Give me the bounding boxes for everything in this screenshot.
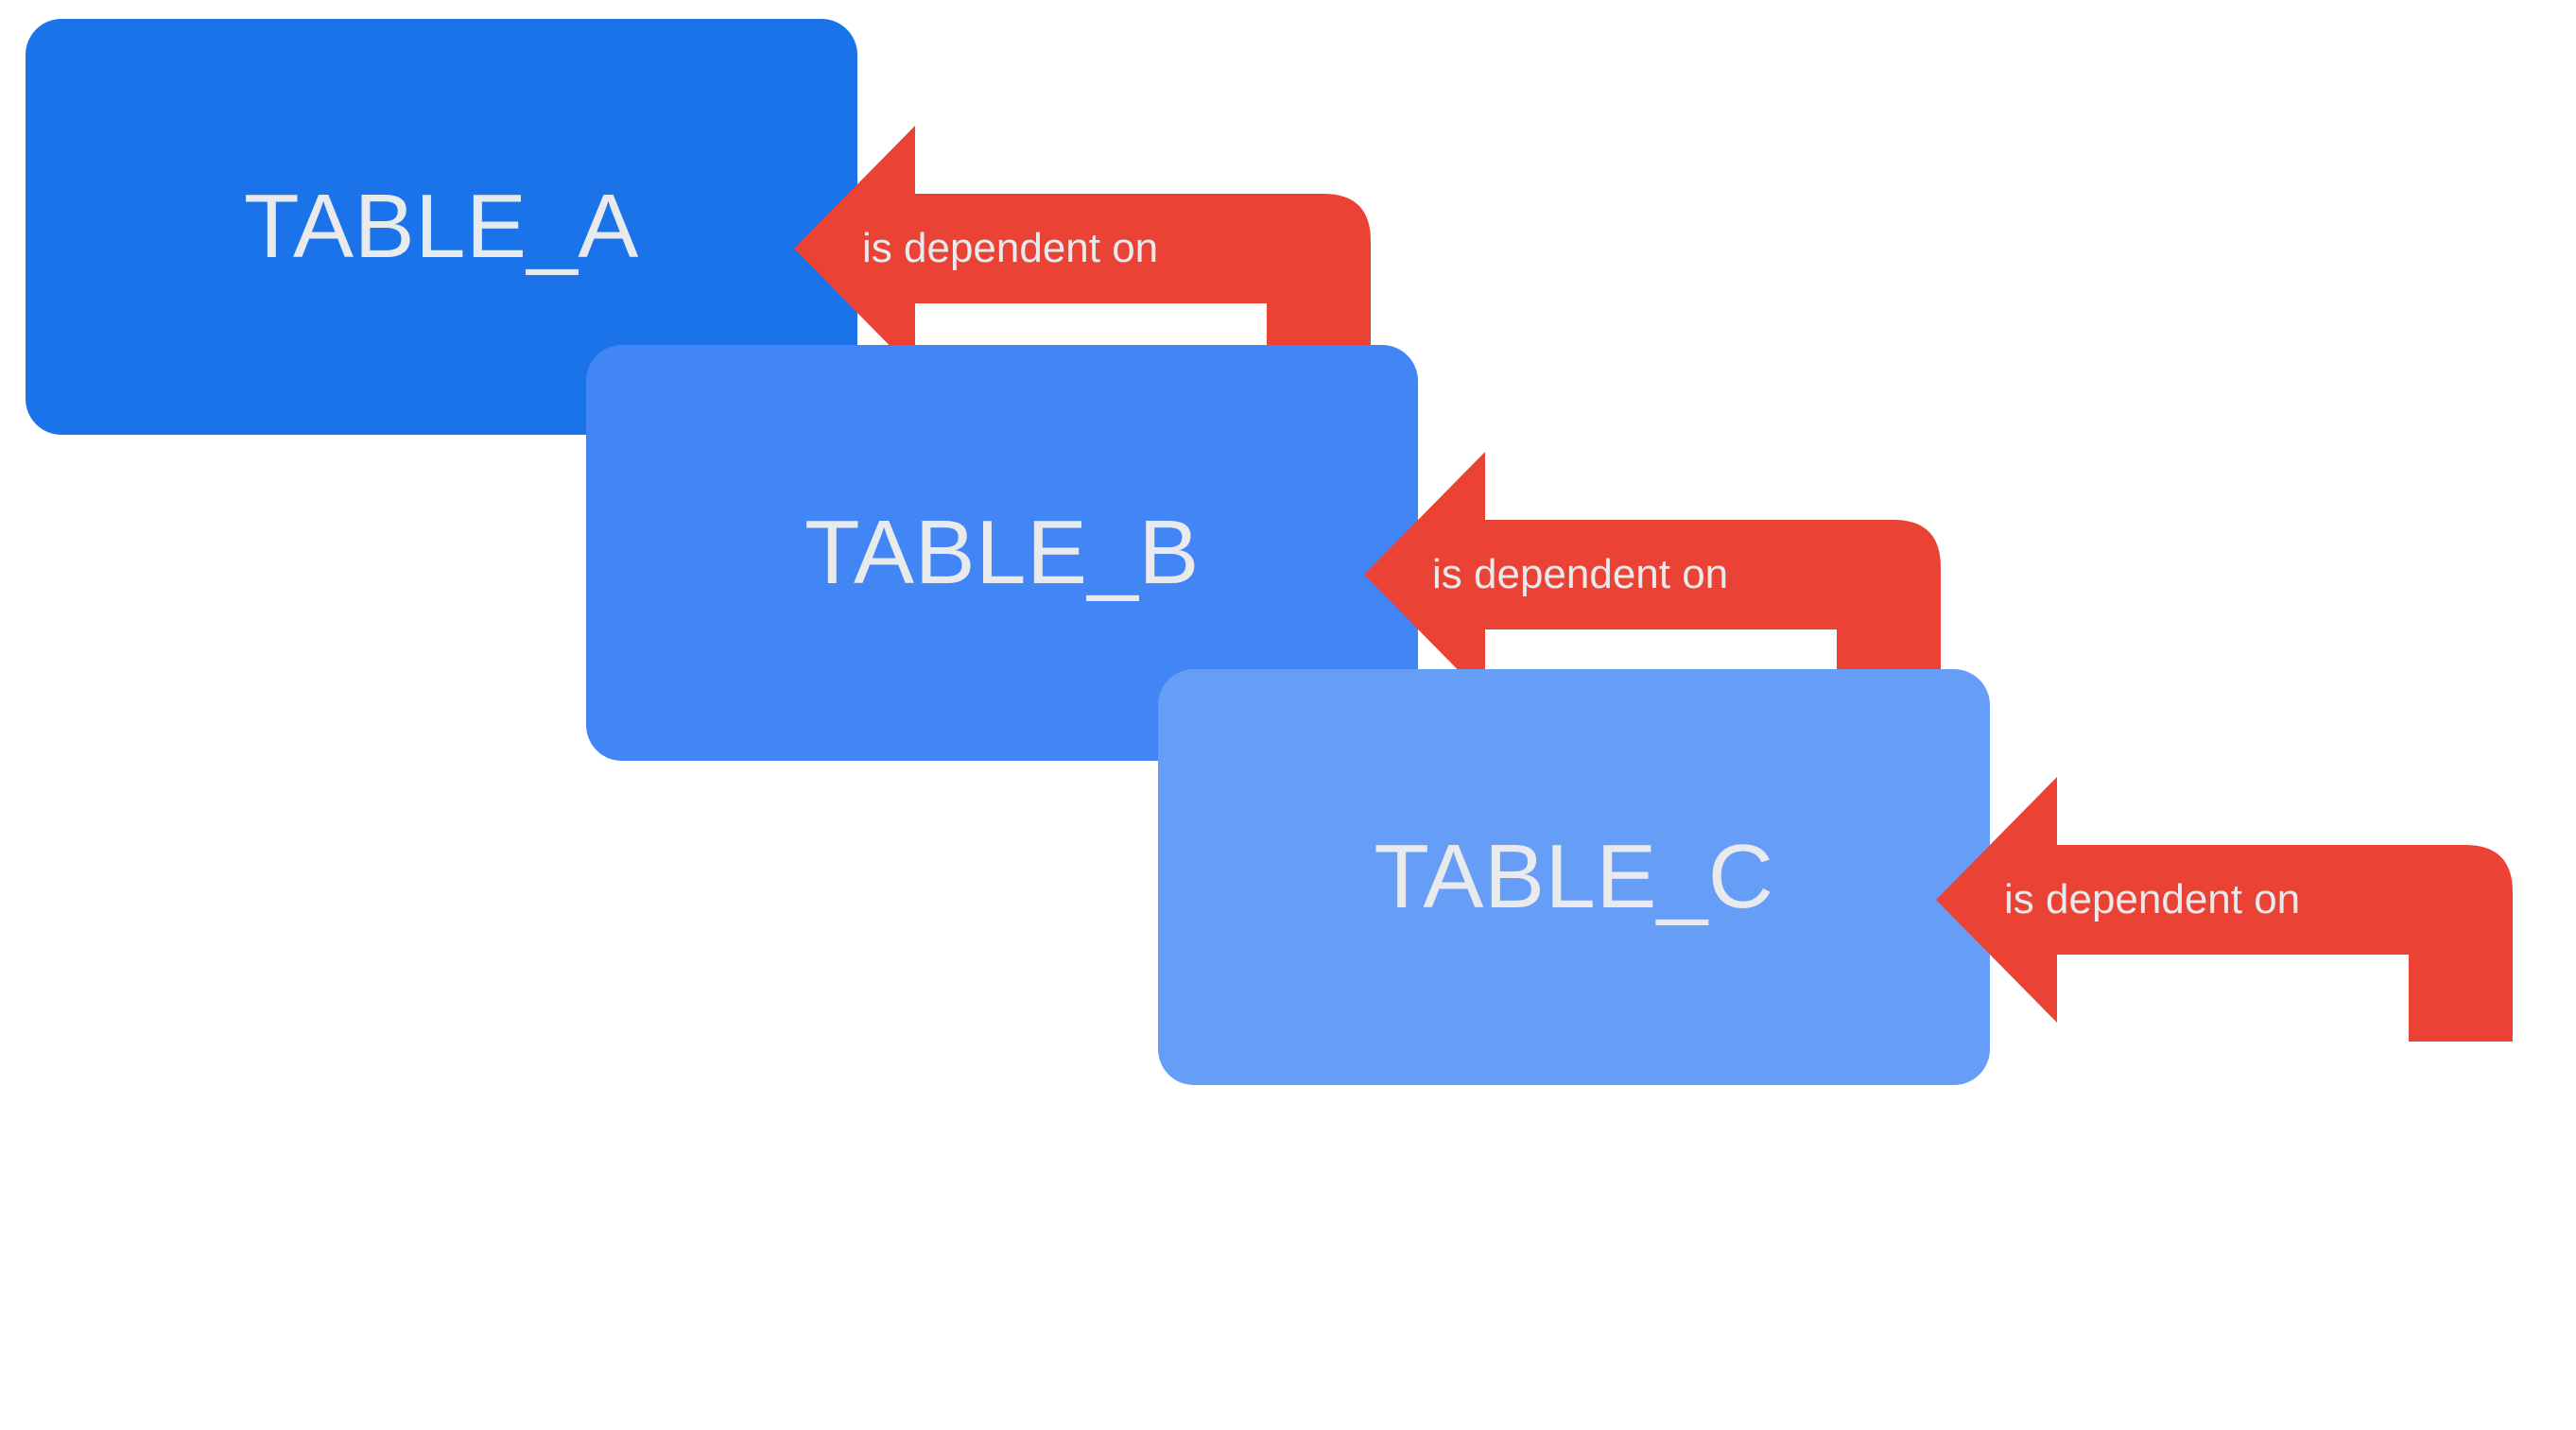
edge-table-d-depends-on-table-c: is dependent on <box>1936 777 2541 1042</box>
node-label-table-c: TABLE_C <box>1374 826 1774 927</box>
node-table-a[interactable]: TABLE_A <box>26 19 857 435</box>
node-label-table-b: TABLE_B <box>804 502 1200 603</box>
dependency-arrow-icon <box>1936 777 2513 1042</box>
edge-label-table-b-depends-on-table-a: is dependent on <box>862 225 1159 271</box>
edge-label-table-d-depends-on-table-c: is dependent on <box>2004 876 2301 922</box>
node-label-table-a: TABLE_A <box>244 176 639 277</box>
node-table-c[interactable]: TABLE_C <box>1158 669 1990 1085</box>
edge-label-table-c-depends-on-table-b: is dependent on <box>1432 551 1729 597</box>
